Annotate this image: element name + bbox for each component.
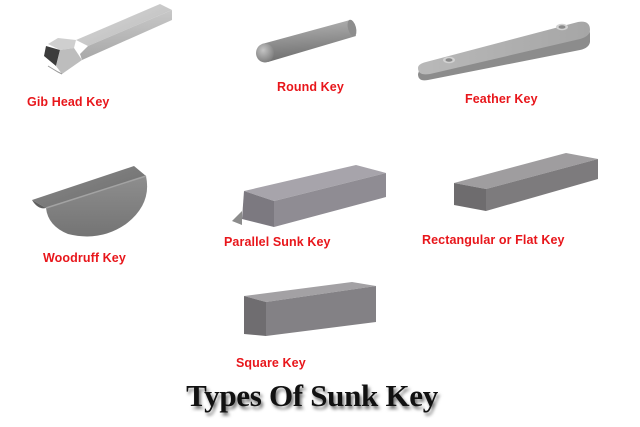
square-key-icon — [244, 282, 376, 336]
square-key-label: Square Key — [236, 356, 306, 370]
round-key-icon — [256, 19, 357, 63]
rectangular-flat-key-icon — [454, 153, 598, 211]
feather-key-icon — [418, 21, 590, 81]
round-key-figure — [248, 14, 360, 70]
diagram-title-text: Types Of Sunk Key — [186, 378, 438, 413]
square-key-figure — [242, 282, 378, 338]
round-key-label: Round Key — [277, 80, 344, 94]
parallel-sunk-key-label: Parallel Sunk Key — [224, 235, 331, 249]
parallel-sunk-key-icon — [232, 165, 386, 227]
feather-key-label: Feather Key — [465, 92, 538, 106]
gib-head-key-icon — [44, 4, 172, 75]
woodruff-key-icon — [32, 166, 148, 237]
gib-head-key-label: Gib Head Key — [27, 95, 110, 109]
diagram-title: Types Of Sunk Key — [0, 378, 640, 414]
rectangular-flat-key-label: Rectangular or Flat Key — [422, 233, 565, 247]
gib-head-key-figure — [36, 0, 176, 80]
parallel-sunk-key-figure — [228, 163, 390, 231]
woodruff-key-figure — [30, 164, 156, 242]
feather-key-figure — [412, 12, 596, 84]
rectangular-flat-key-figure — [452, 153, 600, 213]
woodruff-key-label: Woodruff Key — [43, 251, 126, 265]
